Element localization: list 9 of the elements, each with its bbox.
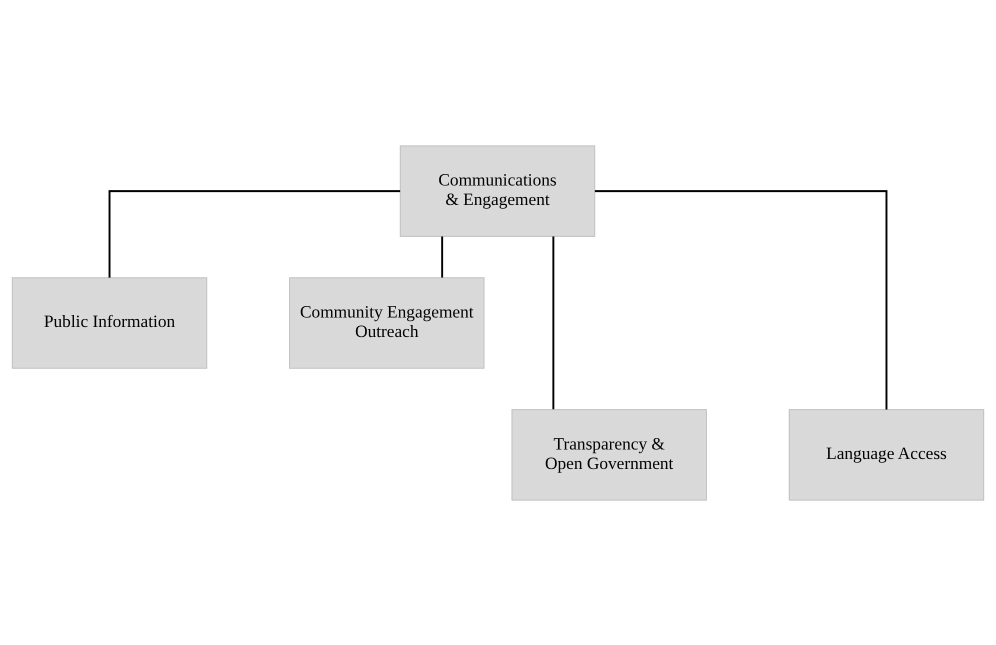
connector [594,190,888,410]
node-box: Transparency & Open Government [511,408,707,500]
node-box: Communications & Engagement [400,144,596,236]
node-box: Language Access [788,408,984,500]
connector [108,190,400,278]
connector [441,236,444,278]
node-box: Public Information [12,276,208,368]
connector [552,236,554,409]
node-box: Community Engagement Outreach [289,276,485,368]
